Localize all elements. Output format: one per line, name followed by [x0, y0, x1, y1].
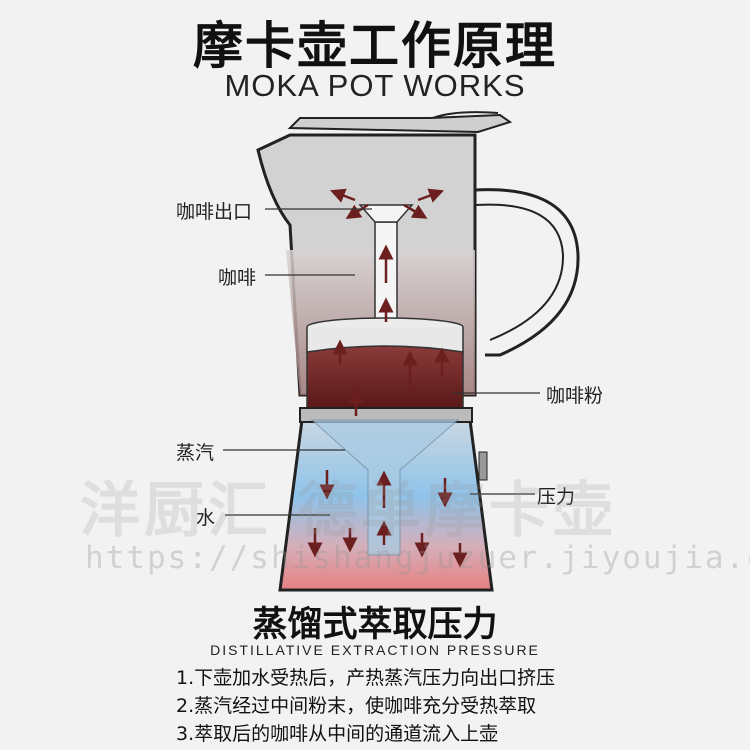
watermark-url: https://shishangjuzuer.jiyoujia.com/: [85, 540, 750, 576]
steps-list: 1.下壶加水受热后，产热蒸汽压力向出口挤压 2.蒸汽经过中间粉末，使咖啡充分受热…: [176, 664, 555, 748]
step-item: 1.下壶加水受热后，产热蒸汽压力向出口挤压: [176, 667, 556, 689]
label-coffee: 咖啡: [218, 267, 257, 289]
page-title: 摩卡壶工作原理: [193, 17, 557, 75]
label-pressure: 压力: [537, 486, 576, 508]
section-subtitle-en: DISTILLATIVE EXTRACTION PRESSURE: [210, 642, 540, 658]
flow-arrows: [307, 188, 468, 568]
page-subtitle-en: MOKA POT WORKS: [224, 68, 526, 103]
label-water: 水: [196, 507, 216, 529]
label-grounds: 咖啡粉: [546, 385, 604, 407]
watermark-brand: 洋厨汇 德单摩卡壶: [80, 476, 617, 546]
step-item: 2.蒸汽经过中间粉末，使咖啡充分受热萃取: [176, 695, 537, 717]
handle: [474, 188, 580, 357]
coffee-grounds: [306, 345, 464, 409]
step-item: 3.萃取后的咖啡从中间的通道流入上壶: [176, 723, 499, 745]
label-steam: 蒸汽: [176, 442, 215, 464]
lid: [287, 113, 513, 134]
label-outlet: 咖啡出口: [176, 201, 253, 223]
section-title: 蒸馏式萃取压力: [252, 605, 498, 645]
